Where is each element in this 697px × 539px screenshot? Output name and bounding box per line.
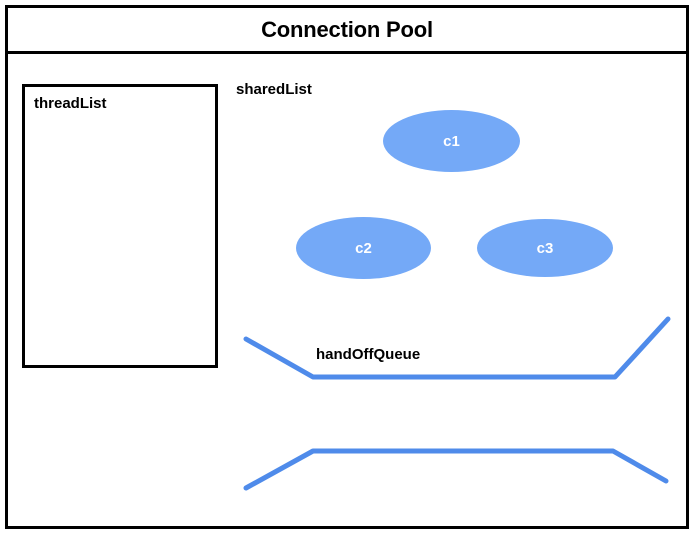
connection-node-c2[interactable]: c2 (296, 217, 431, 279)
pool-body: threadList sharedList c1 c2 c3 handOffQu… (8, 54, 686, 526)
upper-queue-path (243, 316, 671, 380)
thread-list-box[interactable]: threadList (22, 84, 218, 368)
page-title: Connection Pool (261, 16, 433, 42)
lower-queue-path (243, 448, 669, 491)
hand-off-queue-graphic (243, 316, 671, 491)
hand-off-queue-label: handOffQueue (316, 346, 421, 363)
connection-pool-frame: Connection Pool threadList sharedList c1… (5, 5, 689, 529)
shared-list-label: sharedList (236, 81, 312, 98)
title-bar: Connection Pool (8, 8, 686, 54)
thread-list-label: threadList (34, 95, 107, 112)
